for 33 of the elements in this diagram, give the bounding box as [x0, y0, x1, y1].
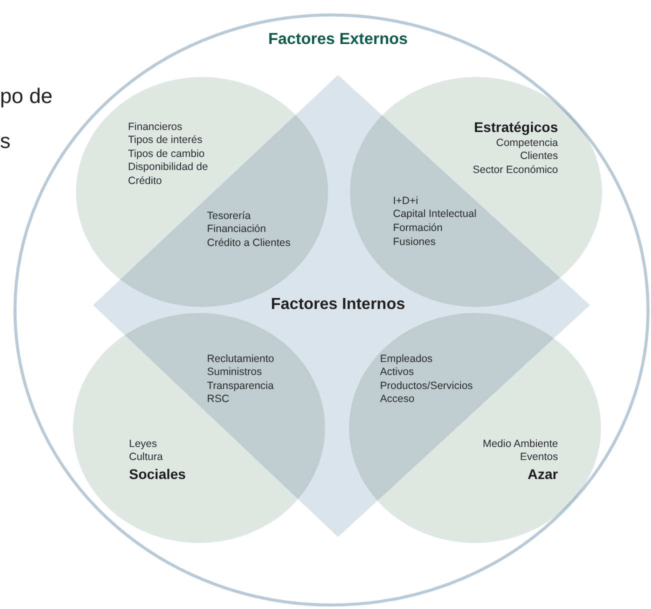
- category-heading: Azar: [528, 466, 558, 482]
- list-item: Transparencia: [207, 380, 274, 394]
- list-item: Disponibilidad de Crédito: [128, 161, 209, 188]
- list-item: Leyes: [129, 438, 158, 452]
- list-item: Sector Económico: [472, 164, 558, 178]
- list-item: Cultura: [129, 451, 163, 465]
- text-fragment: s: [0, 130, 10, 154]
- list-item: RSC: [207, 393, 230, 407]
- list-item: Activos: [380, 366, 414, 380]
- list-item: Tipos de interés: [128, 134, 202, 148]
- list-item: Eventos: [520, 451, 558, 465]
- list-item: Clientes: [520, 150, 558, 164]
- list-item: I+D+i: [393, 195, 418, 209]
- list-item: Reclutamiento: [207, 353, 274, 367]
- category-heading: Estratégicos: [474, 119, 558, 135]
- list-item: Tipos de cambio: [128, 148, 205, 162]
- list-item: Crédito a Clientes: [207, 237, 290, 251]
- text-fragment: po de: [0, 85, 53, 109]
- list-item: Suministros: [207, 366, 262, 380]
- list-item: Productos/Servicios: [380, 380, 473, 394]
- list-item: Capital Intelectual: [393, 208, 476, 222]
- list-item: Acceso: [380, 393, 414, 407]
- list-item: Fusiones: [393, 236, 436, 250]
- list-item: Medio Ambiente: [482, 438, 558, 452]
- list-item: Empleados: [380, 353, 433, 367]
- list-item: Tesorería: [207, 210, 251, 224]
- list-item: Financieros: [128, 121, 182, 135]
- list-item: Formación: [393, 222, 443, 236]
- heading: Factores Externos: [268, 31, 408, 49]
- category-heading: Sociales: [129, 466, 186, 482]
- list-item: Financiación: [207, 223, 266, 237]
- heading: Factores Internos: [270, 296, 406, 314]
- list-item: Competencia: [496, 137, 558, 151]
